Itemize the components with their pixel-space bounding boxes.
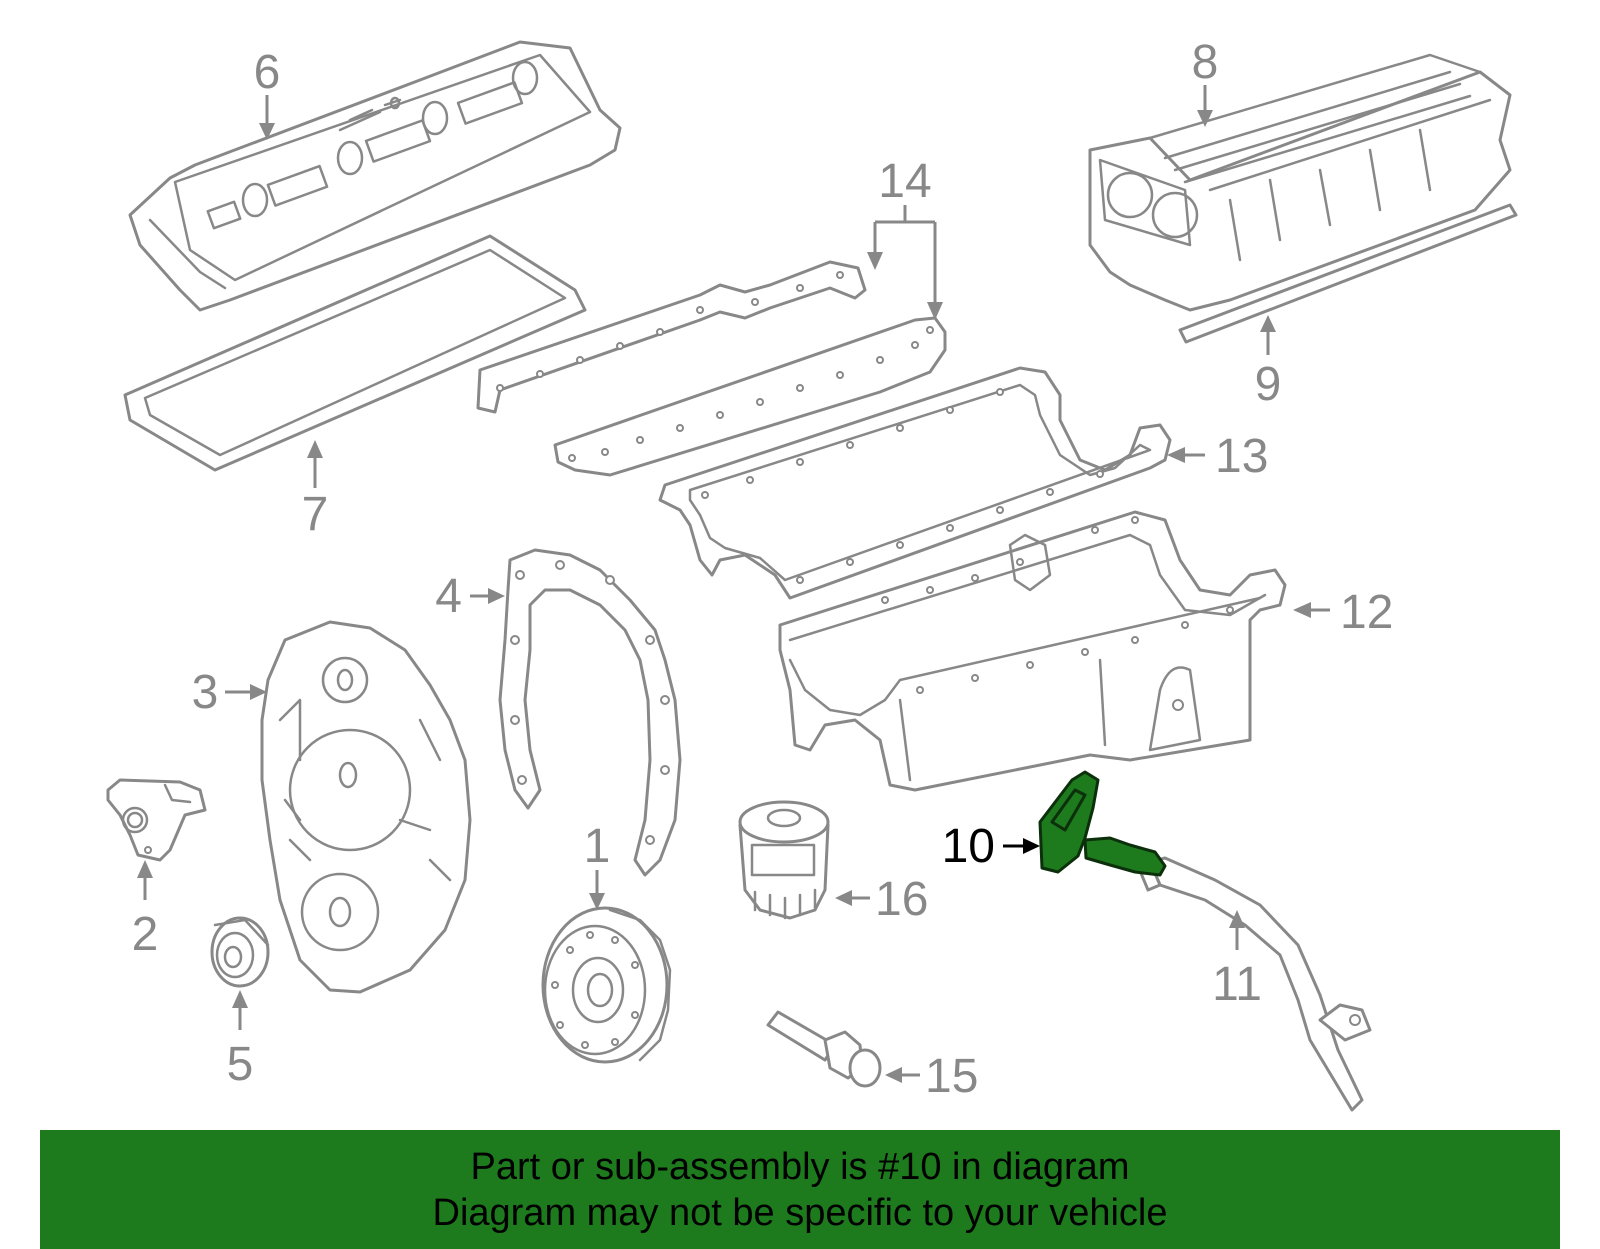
part-15-bolt[interactable] [766,1010,882,1088]
callout-13: 13 [1167,430,1268,483]
callout-1: 1 [584,820,611,910]
part-6-valve-cover[interactable] [128,40,622,312]
banner-line-disclaimer: Diagram may not be specific to your vehi… [432,1191,1168,1234]
callout-label-7: 7 [302,488,329,541]
callout-label-1: 1 [584,820,611,873]
callout-label-16: 16 [875,873,928,926]
part-4-timing-cover-gasket[interactable] [498,548,682,877]
part-14-oil-pan-side-gaskets[interactable] [476,260,947,477]
callout-label-4: 4 [435,570,462,623]
part-11-dipstick-tube[interactable] [1136,856,1372,1112]
banner-line-part-number: Part or sub-assembly is #10 in diagram [470,1145,1130,1188]
callout-12: 12 [1293,586,1393,639]
callout-11: 11 [1212,910,1262,1011]
part-3-timing-cover[interactable] [260,620,472,994]
callout-label-3: 3 [192,666,219,719]
part-16-oil-filter[interactable] [738,800,830,920]
callout-10: 10 [942,820,1040,873]
callout-label-15: 15 [925,1050,978,1103]
info-banner: Part or sub-assembly is #10 in diagram D… [40,1130,1560,1249]
callout-label-8: 8 [1192,36,1219,89]
callout-2: 2 [132,860,159,961]
part-2-sensor[interactable] [106,778,207,862]
callout-15: 15 [885,1050,978,1103]
callout-9: 9 [1255,315,1282,411]
callout-14: 14 [867,155,943,320]
callout-8: 8 [1192,36,1219,127]
callout-label-6: 6 [254,46,281,99]
callout-label-2: 2 [132,908,159,961]
callout-label-9: 9 [1255,358,1282,411]
part-13-oil-pan-gasket[interactable] [658,366,1172,600]
part-1-balancer[interactable] [541,906,672,1064]
callout-4: 4 [435,570,505,623]
part-12-oil-pan[interactable] [778,510,1287,792]
part-5-seal[interactable] [210,916,270,988]
part-9-manifold-gasket[interactable] [1178,203,1518,344]
callout-7: 7 [302,440,329,541]
parts-diagram: 6 7 14 [106,36,1518,1112]
callout-label-11: 11 [1212,958,1262,1011]
callout-label-14: 14 [878,155,931,208]
part-7-valve-cover-gasket[interactable] [123,234,587,472]
callout-16: 16 [835,873,928,926]
callout-label-12: 12 [1340,586,1393,639]
callout-3: 3 [192,666,267,719]
callout-6: 6 [254,46,281,140]
part-8-intake-manifold[interactable] [1088,53,1512,312]
callout-5: 5 [227,990,254,1091]
callout-label-13: 13 [1215,430,1268,483]
part-10-dipstick-highlighted[interactable] [1038,770,1167,877]
callout-label-10: 10 [942,820,995,873]
callout-label-5: 5 [227,1038,254,1091]
